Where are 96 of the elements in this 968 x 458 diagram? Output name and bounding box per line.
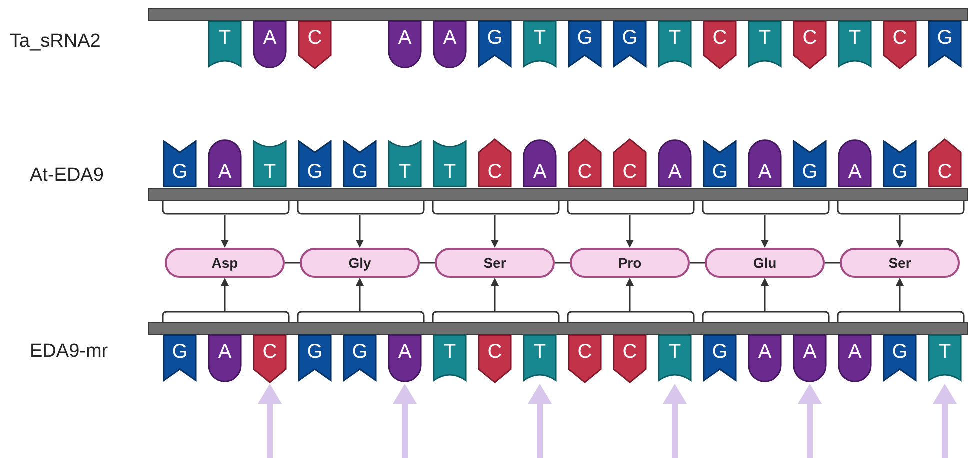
amino-acid-pill: Glu — [705, 248, 825, 278]
strand-label: Ta_sRNA2 — [10, 30, 101, 54]
codon-bracket — [837, 201, 965, 215]
amino-acid-pill: Asp — [165, 248, 285, 278]
arrow — [663, 384, 687, 458]
arrow — [761, 215, 769, 248]
nucleotide-block: A — [523, 138, 557, 188]
arrow — [221, 278, 229, 311]
codon-bracket — [297, 311, 425, 322]
nucleotide-block: A — [838, 138, 872, 188]
strand-label: EDA9-mr — [30, 340, 108, 364]
nucleotide-block: C — [883, 20, 917, 70]
nucleotide-block: T — [523, 334, 557, 384]
nucleotide-block: C — [568, 334, 602, 384]
arrow — [626, 278, 634, 311]
codon-bracket — [567, 311, 695, 322]
nucleotide-block: T — [523, 20, 557, 70]
nucleotide-block: A — [658, 138, 692, 188]
arrow — [626, 215, 634, 248]
nucleotide-block: A — [748, 138, 782, 188]
nucleotide-block: C — [253, 334, 287, 384]
connector-line — [690, 262, 705, 264]
nucleotide-block: G — [883, 334, 917, 384]
amino-acid-pill: Ser — [435, 248, 555, 278]
arrow — [491, 215, 499, 248]
connector-line — [825, 262, 840, 264]
nucleotide-block: T — [253, 138, 287, 188]
nucleotide-block: C — [478, 334, 512, 384]
arrow — [491, 278, 499, 311]
nucleotide-block: G — [883, 138, 917, 188]
nucleotide-block: T — [838, 20, 872, 70]
nucleotide-block: C — [613, 138, 647, 188]
nucleotide-block: T — [433, 138, 467, 188]
nucleotide-block: C — [793, 20, 827, 70]
nucleotide-block: T — [388, 138, 422, 188]
nucleotide-block: T — [928, 334, 962, 384]
nucleotide-block: G — [703, 334, 737, 384]
nucleotide-block: G — [343, 334, 377, 384]
codon-bracket — [837, 311, 965, 322]
connector-line — [285, 262, 300, 264]
arrow — [896, 278, 904, 311]
nucleotide-block: C — [478, 138, 512, 188]
codon-bracket — [432, 311, 560, 322]
nucleotide-block: G — [703, 138, 737, 188]
nucleotide-block: G — [793, 138, 827, 188]
connector-line — [555, 262, 570, 264]
codon-bracket — [162, 311, 290, 322]
nucleotide-block: T — [748, 20, 782, 70]
nucleotide-block: G — [163, 334, 197, 384]
nucleotide-block: T — [658, 20, 692, 70]
nucleotide-block: A — [433, 20, 467, 70]
amino-acid-pill: Ser — [840, 248, 960, 278]
nucleotide-block: G — [343, 138, 377, 188]
arrow — [761, 278, 769, 311]
nucleotide-block: A — [253, 20, 287, 70]
arrow — [896, 215, 904, 248]
nucleotide-block: T — [208, 20, 242, 70]
codon-bracket — [297, 201, 425, 215]
nucleotide-block: C — [568, 138, 602, 188]
arrow — [528, 384, 552, 458]
arrow — [258, 384, 282, 458]
codon-bracket — [567, 201, 695, 215]
nucleotide-block: A — [388, 334, 422, 384]
nucleotide-block: A — [208, 138, 242, 188]
nucleotide-block: G — [163, 138, 197, 188]
nucleotide-block: A — [793, 334, 827, 384]
nucleotide-block: C — [298, 20, 332, 70]
nucleotide-block: T — [658, 334, 692, 384]
strand-label: At-EDA9 — [30, 164, 104, 188]
nucleotide-block: G — [613, 20, 647, 70]
arrow — [933, 384, 957, 458]
arrow — [798, 384, 822, 458]
arrow — [356, 278, 364, 311]
nucleotide-block: G — [568, 20, 602, 70]
codon-bracket — [702, 201, 830, 215]
nucleotide-block: C — [928, 138, 962, 188]
amino-acid-pill: Pro — [570, 248, 690, 278]
nucleotide-block: A — [208, 334, 242, 384]
nucleotide-block: G — [298, 334, 332, 384]
nucleotide-block: A — [748, 334, 782, 384]
amino-acid-pill: Gly — [300, 248, 420, 278]
nucleotide-block: G — [298, 138, 332, 188]
arrow — [356, 215, 364, 248]
arrow — [221, 215, 229, 248]
codon-bracket — [432, 201, 560, 215]
nucleotide-block: A — [838, 334, 872, 384]
arrow — [393, 384, 417, 458]
nucleotide-block: G — [478, 20, 512, 70]
connector-line — [420, 262, 435, 264]
nucleotide-block: A — [388, 20, 422, 70]
nucleotide-block: C — [613, 334, 647, 384]
nucleotide-block: T — [433, 334, 467, 384]
codon-bracket — [702, 311, 830, 322]
nucleotide-block: G — [928, 20, 962, 70]
nucleotide-block: C — [703, 20, 737, 70]
codon-bracket — [162, 201, 290, 215]
